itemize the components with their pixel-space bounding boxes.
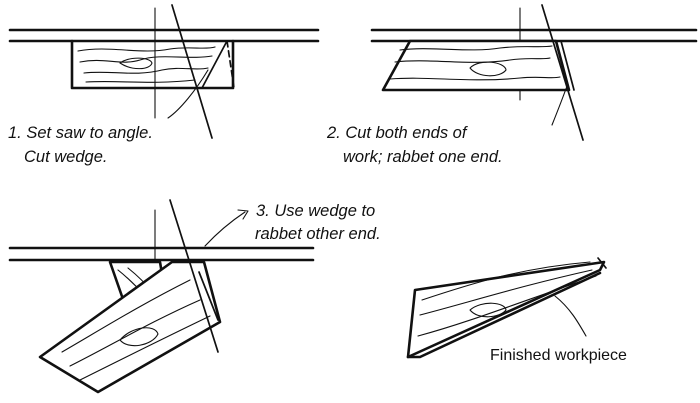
tilted-workpiece xyxy=(38,260,222,394)
step-2-line-1: 2. Cut both ends of xyxy=(326,124,469,142)
saw-blade-line xyxy=(541,4,584,141)
saw-blade-line xyxy=(171,4,213,139)
saw-blade-line xyxy=(169,199,219,353)
panel-1-set-saw-and-cut-wedge xyxy=(8,4,320,139)
trapezoid-workpiece xyxy=(381,39,575,92)
workpiece-block xyxy=(70,39,235,90)
step-3-line-2: rabbet other end. xyxy=(255,225,381,243)
panel-2-cut-ends-and-rabbet xyxy=(370,4,698,141)
step-1-line-1: 1. Set saw to angle. xyxy=(8,124,153,142)
finished-workpiece xyxy=(406,257,607,359)
finished-workpiece-label: Finished workpiece xyxy=(490,347,627,364)
finished-label-leader xyxy=(554,295,587,337)
panel-3-use-wedge-to-rabbet xyxy=(8,199,315,394)
label-3-leader xyxy=(204,211,246,247)
step-2-line-2: work; rabbet one end. xyxy=(343,148,503,166)
label-2-leader xyxy=(551,85,568,126)
label-3-arrowhead xyxy=(237,209,249,220)
step-3-line-1: 3. Use wedge to xyxy=(256,202,375,220)
label-1-leader xyxy=(167,69,209,119)
step-1-line-2: Cut wedge. xyxy=(24,148,107,166)
